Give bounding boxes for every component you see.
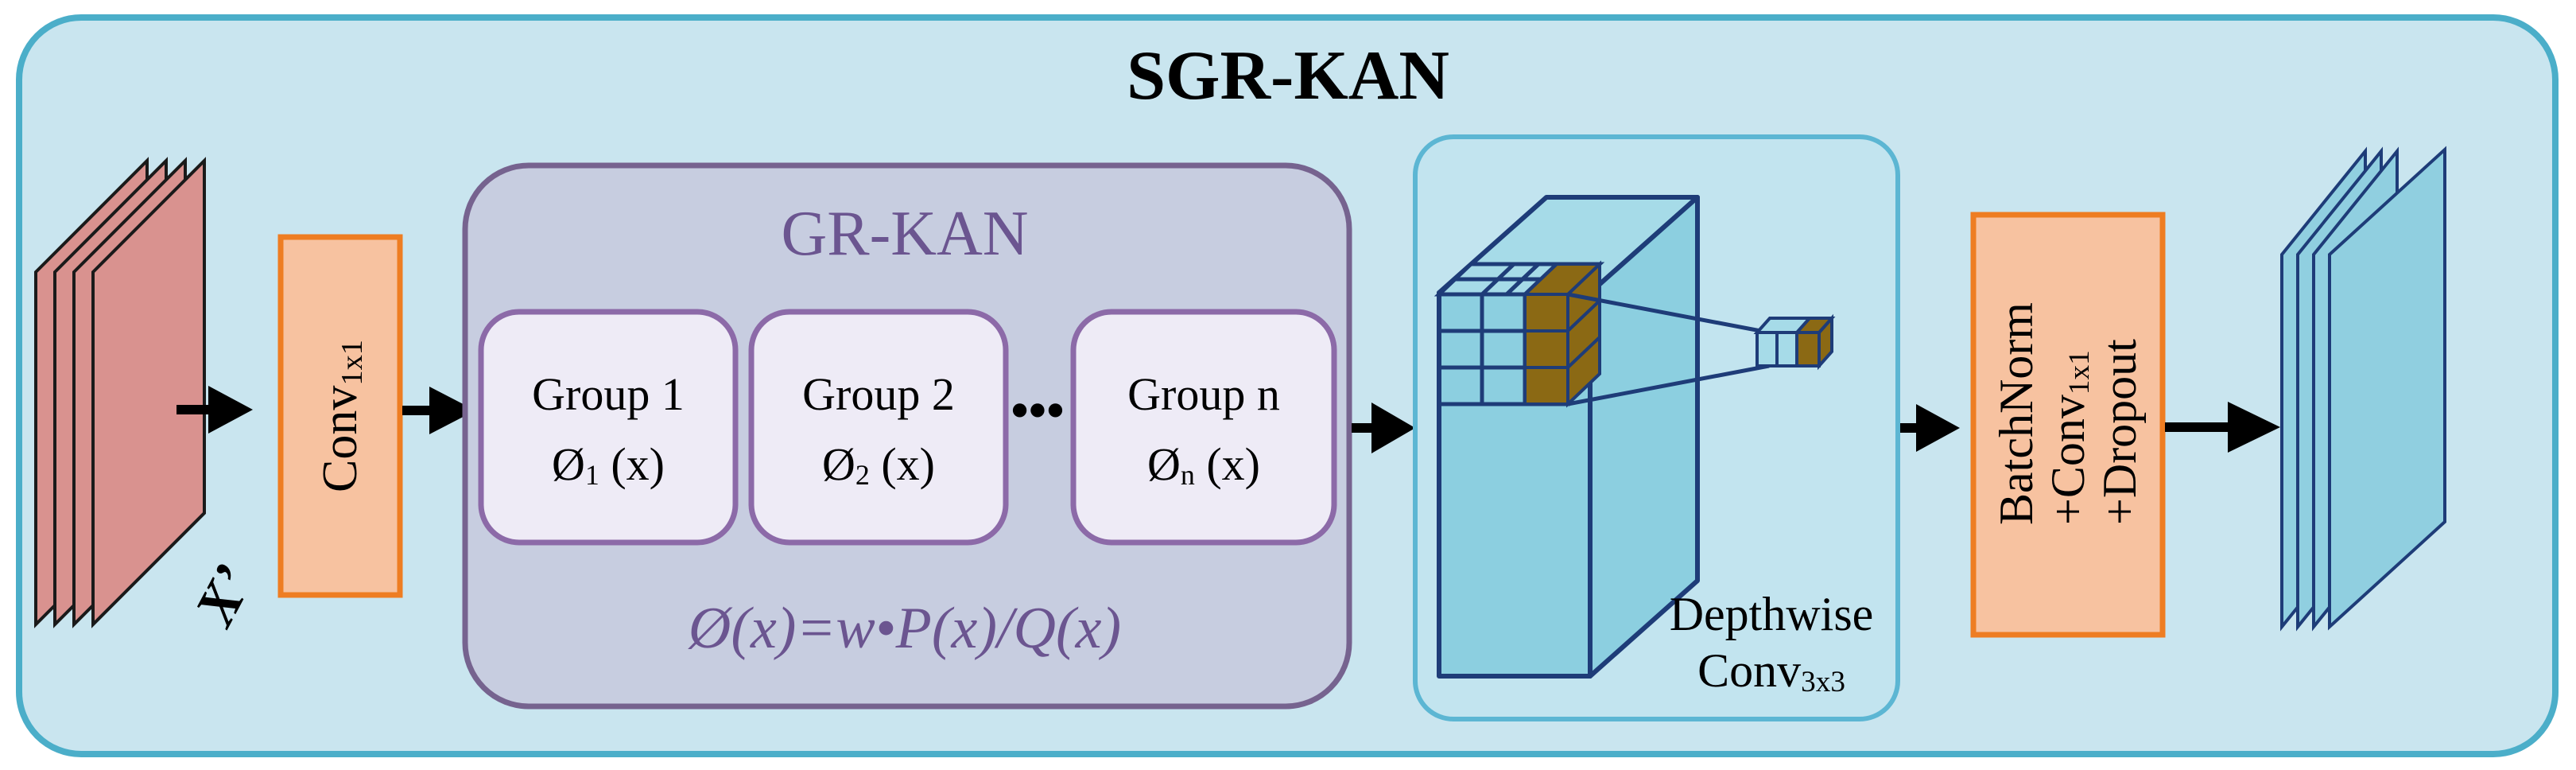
group-1-func-arg: (x)	[599, 438, 665, 490]
batchnorm-box	[1970, 212, 2166, 638]
arrow-grkan-to-depthwise	[1352, 402, 1415, 453]
projection-lines	[1567, 292, 1770, 406]
group-2-func: Ø2 (x)	[821, 438, 936, 492]
depthwise-line2: Conv3x3	[1670, 643, 1874, 699]
output-feature-maps	[2280, 146, 2446, 632]
depthwise-conv-text: Conv	[1697, 644, 1802, 697]
conv1x1-text: Conv	[313, 385, 367, 492]
group-2-name: Group 2	[802, 368, 955, 420]
group-n-func-sub: n	[1180, 459, 1195, 492]
group-n-func-arg: (x)	[1194, 438, 1261, 490]
group-n-func-symbol: Ø	[1146, 438, 1181, 490]
groups-ellipsis: •••	[1011, 382, 1065, 438]
group-1-func: Ø1 (x)	[551, 438, 665, 492]
gr-kan-formula: Ø(x)=w•P(x)/Q(x)	[688, 596, 1122, 661]
kernel-output-cells	[1753, 313, 1836, 371]
group-n-name: Group n	[1127, 368, 1280, 420]
input-feature-maps	[34, 157, 206, 628]
batchnorm-line2: +Conv1x1	[2041, 302, 2097, 525]
arrow-input	[177, 386, 253, 434]
batchnorm-conv-text: +Conv	[2041, 395, 2094, 525]
group-2-box	[748, 309, 1009, 546]
group-n-box	[1070, 309, 1337, 546]
conv1x1-sub: 1x1	[335, 340, 369, 386]
group-1-box	[478, 309, 739, 546]
group-2-func-sub: 2	[855, 459, 870, 492]
group-1-func-symbol: Ø	[551, 438, 585, 490]
group-2-func-symbol: Ø	[821, 438, 855, 490]
arrow-depthwise-to-post	[1900, 404, 1960, 452]
group-1-func-sub: 1	[584, 459, 599, 492]
diagram-title: SGR-KAN	[1127, 37, 1449, 115]
group-1-name: Group 1	[532, 368, 685, 420]
gr-kan-title: GR-KAN	[781, 199, 1029, 269]
depthwise-conv-sub: 3x3	[1801, 666, 1845, 699]
depthwise-feature-volume	[1437, 195, 1700, 679]
arrow-post-to-output	[2165, 402, 2280, 453]
depthwise-line1: Depthwise	[1669, 588, 1874, 641]
batchnorm-line1: BatchNorm	[1989, 302, 2043, 525]
batchnorm-label: BatchNorm+Conv1x1+Dropout	[1989, 302, 2146, 525]
group-2-func-arg: (x)	[869, 438, 936, 490]
arrow-conv-to-grkan	[402, 387, 475, 434]
batchnorm-conv-sub: 1x1	[2063, 350, 2097, 395]
conv1x1-box	[277, 234, 403, 598]
group-n-func: Øn (x)	[1146, 438, 1261, 492]
kernel-highlight	[1520, 260, 1604, 408]
batchnorm-line3: +Dropout	[2093, 339, 2146, 525]
conv1x1-label: Conv1x1	[313, 340, 369, 492]
